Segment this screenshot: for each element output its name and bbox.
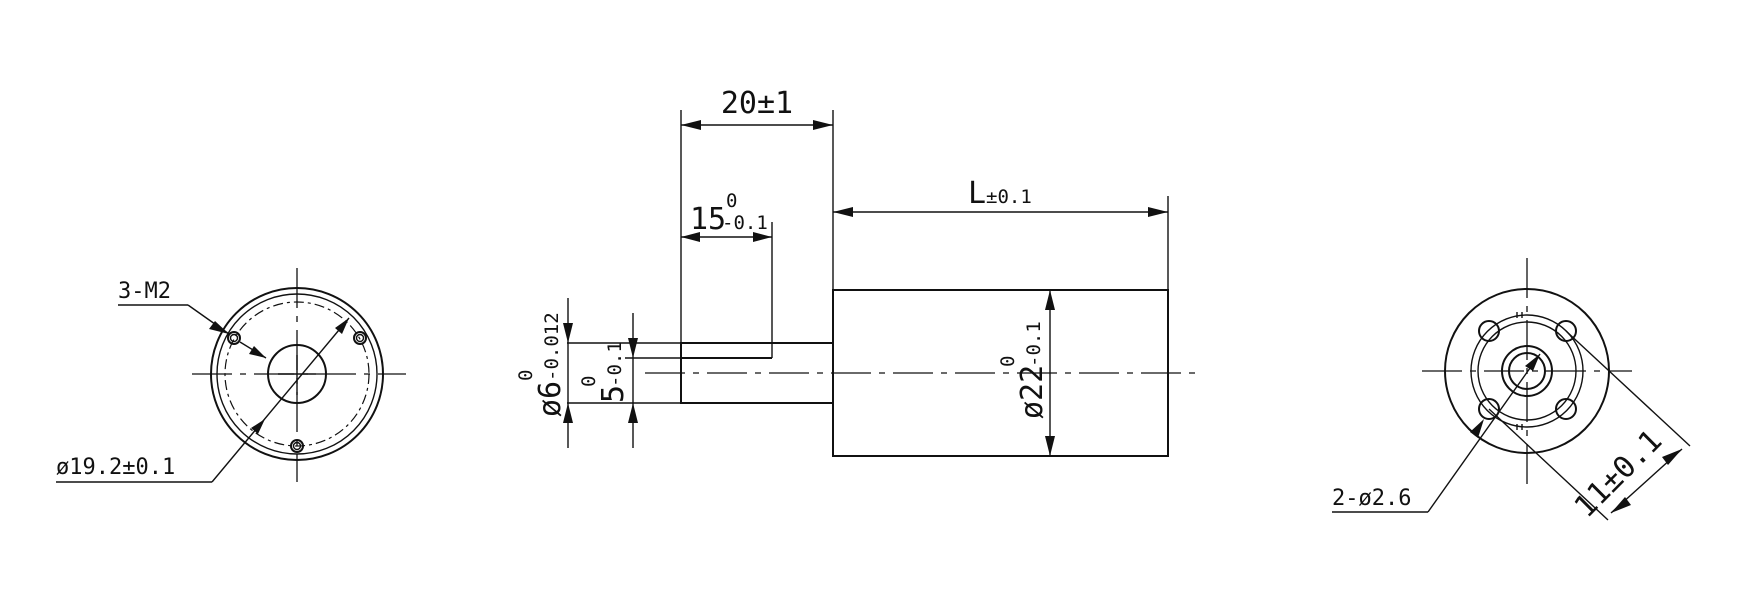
dim-5-lower: -0.1	[604, 341, 626, 387]
leader-arrow	[1525, 354, 1540, 371]
right-end-view: 2-ø2.6 11±0.1	[1332, 258, 1691, 525]
mounting-hole	[1478, 320, 1500, 342]
dim-arrow	[1148, 207, 1168, 217]
dim-arrow	[753, 232, 772, 242]
dim-arrow	[628, 338, 638, 358]
dim-15-lower: -0.1	[722, 212, 768, 234]
dim-arrow	[563, 403, 573, 423]
dia-22-label: ø22 0 -0.1	[997, 321, 1050, 419]
dia-6-main: ø6	[533, 381, 568, 417]
dia-22-main: ø22	[1015, 365, 1050, 419]
threaded-hole	[353, 331, 367, 345]
threaded-hole	[227, 331, 241, 345]
dim-arrow	[628, 403, 638, 423]
dim-L-main: L	[968, 176, 986, 211]
dim-arrow	[1045, 436, 1055, 456]
leader-arrow	[209, 321, 229, 334]
dim-arrow	[1045, 290, 1055, 310]
dia-22-upper: 0	[997, 356, 1019, 367]
diameter-callout: ø19.2±0.1	[56, 455, 175, 480]
dim-15-main: 15	[690, 202, 726, 237]
extension-line	[1488, 408, 1609, 521]
threaded-hole	[290, 439, 304, 453]
dim-arrow	[681, 120, 701, 130]
dim-5-upper: 0	[578, 376, 600, 387]
side-view: 20±1 15 0 -0.1 L ±0.1 ø6 0 -0.012 5	[515, 86, 1200, 457]
dia-22-lower: -0.1	[1023, 321, 1045, 367]
leader-arrow	[251, 419, 265, 434]
leader-arrow	[1470, 419, 1484, 438]
dim-arrow	[1662, 449, 1682, 465]
leader-arrow	[249, 346, 266, 358]
dia-6-lower: -0.012	[541, 312, 563, 381]
dim-L-tol: ±0.1	[986, 186, 1032, 208]
dim-15-upper: 0	[726, 190, 737, 212]
extension-line	[1565, 330, 1691, 447]
dim-arrow	[563, 323, 573, 343]
dim-20: 20±1	[721, 86, 793, 121]
leader-line	[1427, 353, 1541, 513]
mounting-hole	[1555, 398, 1577, 420]
dia-6-label: ø6 0 -0.012	[515, 312, 568, 417]
dim-arrow	[681, 232, 700, 242]
holes-callout: 2-ø2.6	[1332, 486, 1411, 511]
thread-callout: 3-M2	[118, 279, 171, 304]
diameter-leader	[211, 317, 350, 483]
left-end-view: 3-M2 ø19.2±0.1	[56, 268, 406, 483]
dim-5-label: 5 0 -0.1	[578, 341, 631, 403]
mounting-hole	[1478, 398, 1500, 420]
dim-arrow	[813, 120, 833, 130]
leader-arrow	[335, 318, 349, 334]
mounting-hole	[1555, 320, 1577, 342]
dim-5-main: 5	[596, 385, 631, 403]
dia-6-upper: 0	[515, 370, 537, 381]
dim-arrow	[1611, 497, 1631, 513]
dim-arrow	[833, 207, 853, 217]
